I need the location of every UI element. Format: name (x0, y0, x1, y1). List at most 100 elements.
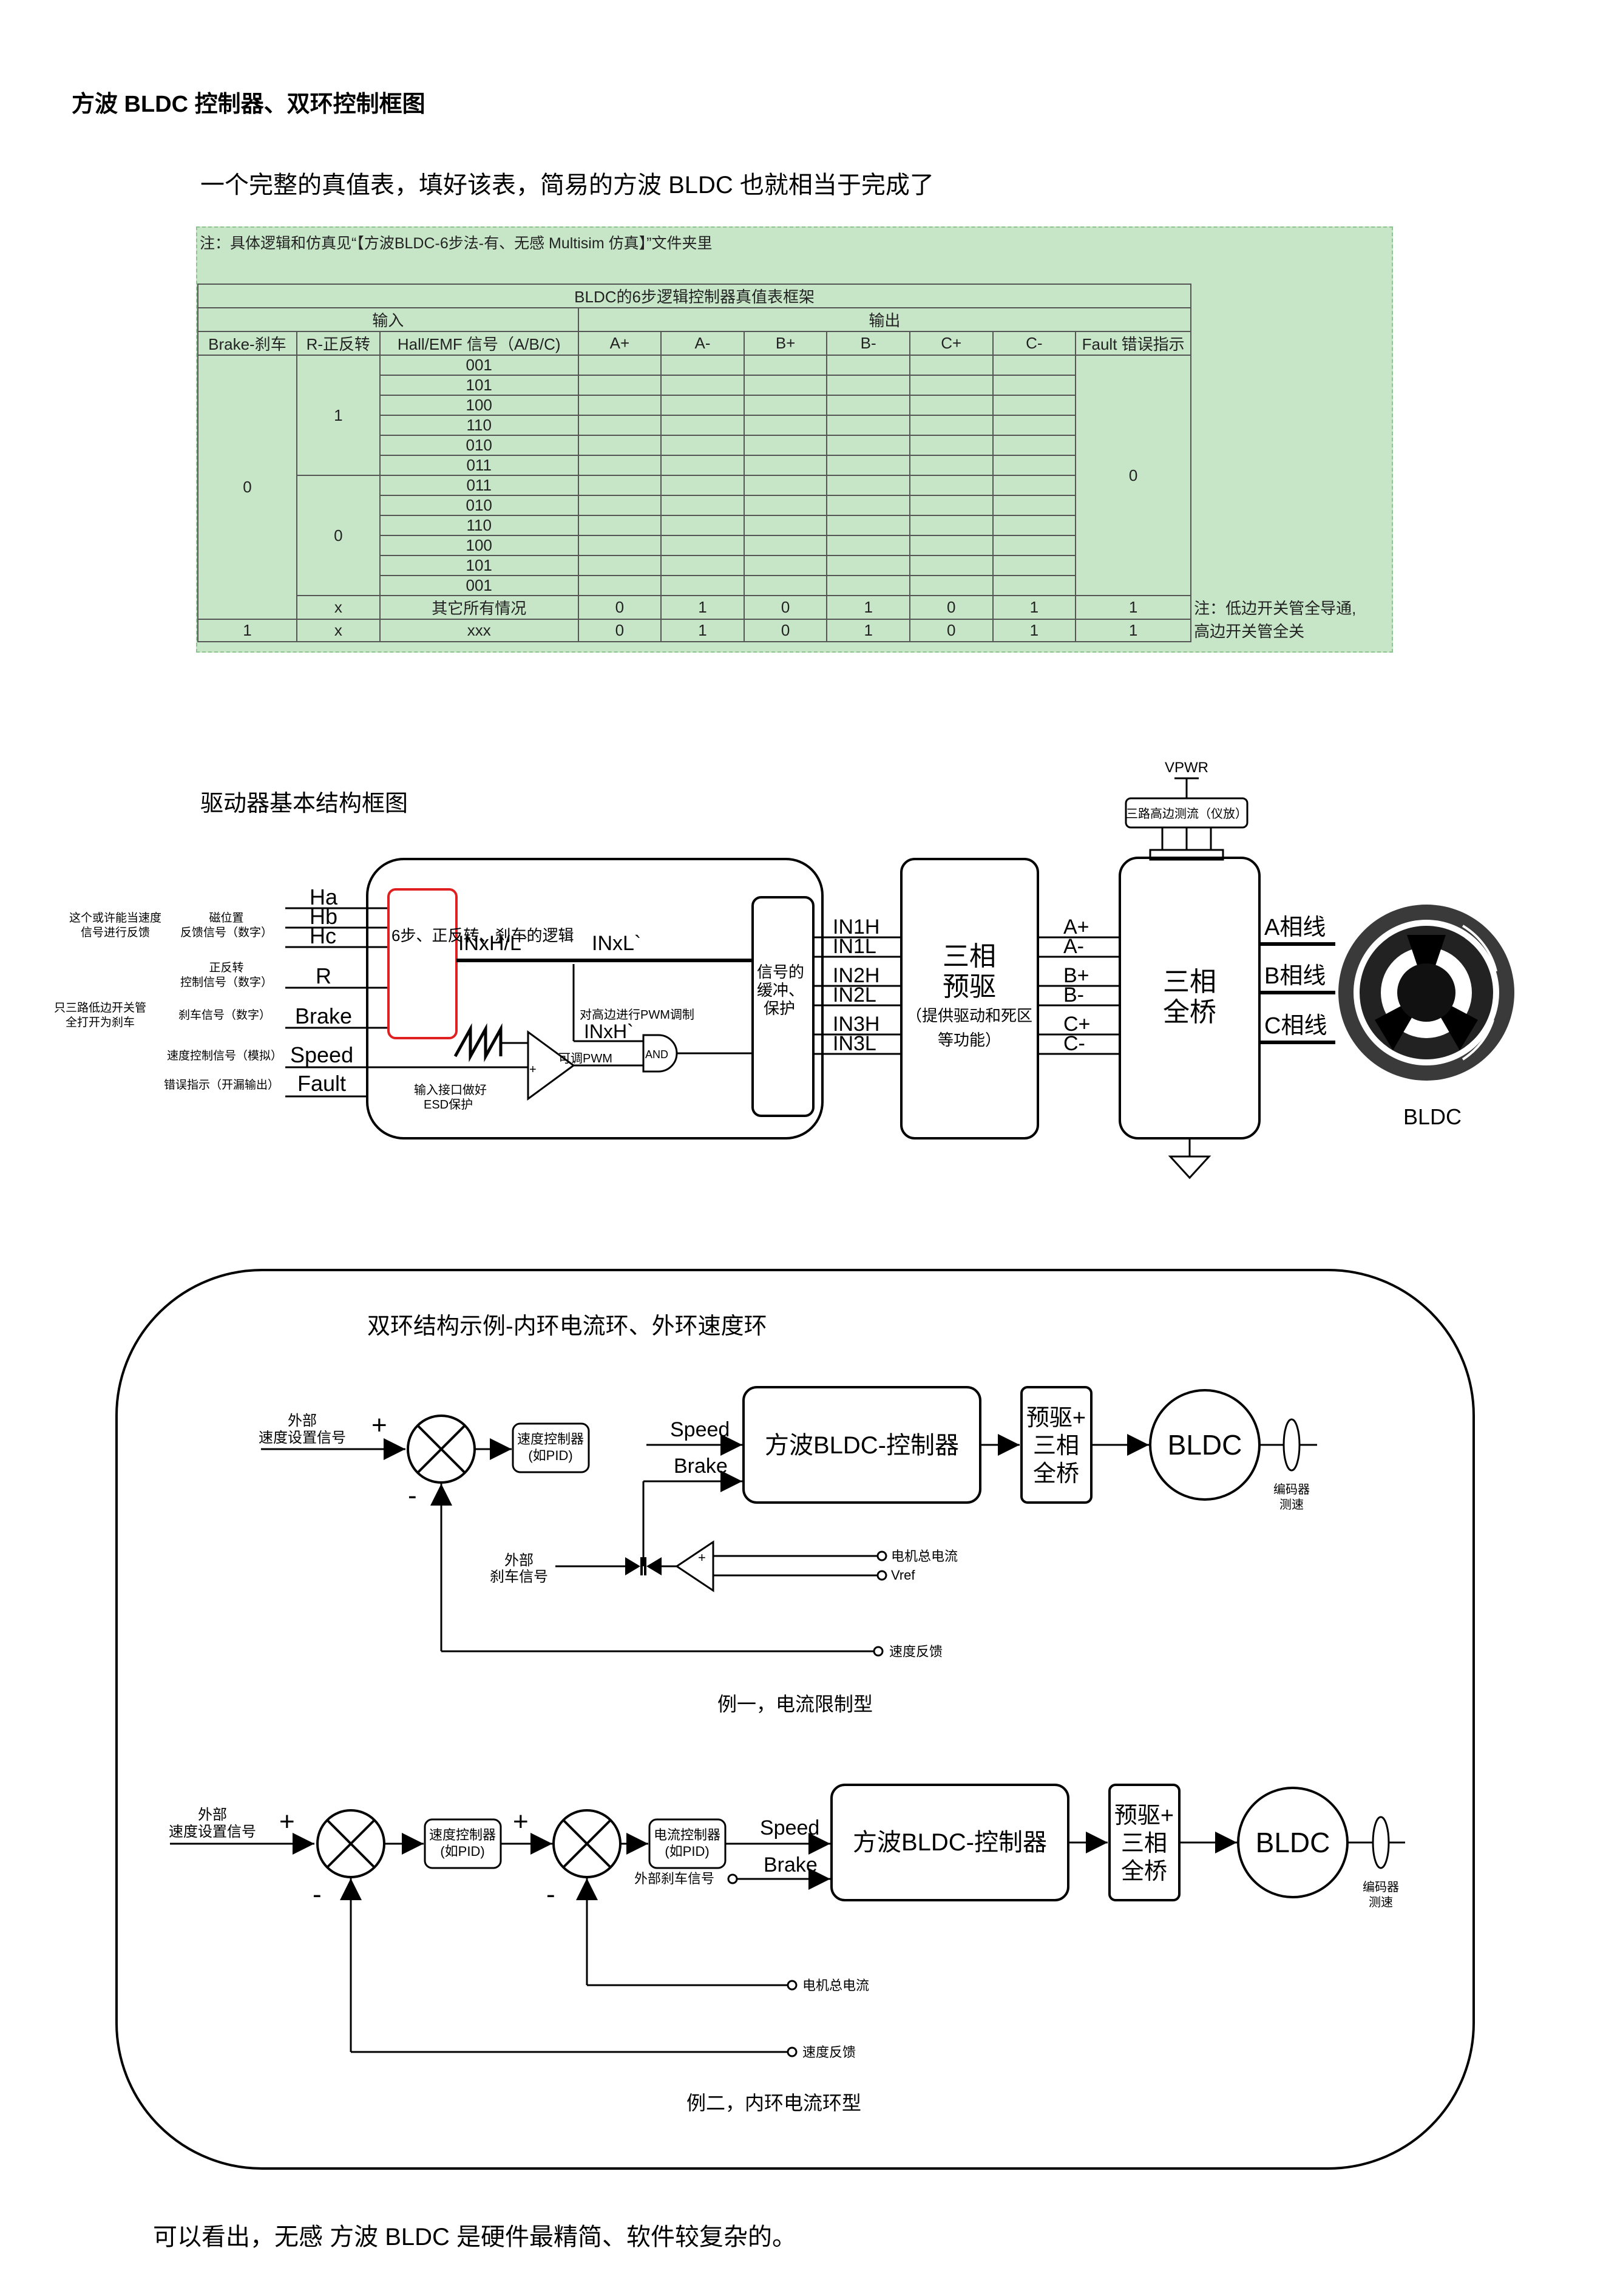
logic-box-label: 6步、正反转、刹车的逻辑 (391, 926, 574, 945)
table-row: 010 (198, 495, 1391, 516)
current-pid-label: 电流控制器 (654, 1827, 720, 1843)
comparator-icon (527, 1030, 575, 1101)
in-pin: IN2H (833, 964, 879, 987)
hall-cell: 011 (379, 455, 579, 476)
label-speed: 速度控制信号（模拟） (167, 1049, 282, 1062)
inx-hl-label: INxH/L` (458, 932, 528, 955)
predriver-label: 全桥 (1033, 1461, 1079, 1487)
driver-title: 驱动器基本结构框图 (200, 791, 408, 817)
plus-sign: + (513, 1807, 529, 1836)
label-hall: 反馈信号（数字） (180, 926, 273, 939)
predriver-label: 全桥 (1121, 1859, 1167, 1884)
bldc-label: BLDC (1256, 1827, 1330, 1858)
table-row-other: x 其它所有情况 0 1 0 1 0 1 1 注：低边开关管全导通, (198, 595, 1391, 620)
table-row: 101 (198, 375, 1391, 396)
buffer-box (751, 896, 815, 1117)
hall-cell: 010 (379, 435, 579, 456)
hall-cell: 100 (379, 395, 579, 416)
label-brake: 刹车信号（数字） (178, 1008, 271, 1022)
out-pin: B+ (1063, 964, 1089, 987)
r-reverse-cell: 0 (296, 475, 381, 596)
col-brake: Brake-刹车 (197, 331, 297, 356)
esd-note: 输入接口做好 (414, 1083, 487, 1097)
ext-brake-label: 外部 (504, 1552, 534, 1569)
example-2-caption: 例二，内环电流环型 (686, 2092, 861, 2114)
page-heading: 方波 BLDC 控制器、双环控制框图 (72, 92, 425, 117)
speed-input-label: Speed (760, 1816, 819, 1839)
in-pin: IN3L (833, 1032, 876, 1055)
svg-text:+: + (698, 1550, 706, 1565)
encoder-label: 测速 (1369, 1895, 1393, 1909)
minus-sign: - (546, 1880, 555, 1909)
current-pid-label: (如PID) (665, 1844, 709, 1859)
sawtooth-icon (453, 1023, 503, 1062)
bldc-label: BLDC (1168, 1429, 1242, 1461)
truth-table-panel: 注：具体逻辑和仿真见“【方波BLDC-6步法-有、无感 Multisim 仿真】… (196, 226, 1393, 653)
encoder-label: 测速 (1279, 1498, 1304, 1512)
pin-fault: Fault (297, 1071, 346, 1096)
pin-ha: Ha (310, 885, 338, 909)
full-bridge-label: 全桥 (1163, 997, 1216, 1027)
truth-table-title: BLDC的6步逻辑控制器真值表框架 (197, 284, 1192, 308)
label-fault: 错误指示（开漏输出） (164, 1078, 279, 1092)
dual-loop-frame (115, 1269, 1475, 2170)
dual-loop-title: 双环结构示例-内环电流环、外环速度环 (367, 1314, 767, 1339)
comparator-icon (675, 1540, 714, 1592)
ext-brake-label: 刹车信号 (490, 1569, 548, 1585)
speed-pid-label: 速度控制器 (429, 1827, 496, 1843)
truth-table: BLDC的6步逻辑控制器真值表框架 输入 输出 Brake-刹车 R-正反转 H… (197, 284, 1392, 642)
encoder-label: 编码器 (1273, 1483, 1310, 1496)
speed-pid-box (512, 1422, 590, 1473)
brake-input-label: Brake (674, 1455, 728, 1478)
brake-input-label: Brake (764, 1853, 818, 1877)
predriver-box (900, 858, 1039, 1140)
controller-label: 方波BLDC-控制器 (765, 1432, 959, 1459)
bldc-label: BLDC (1403, 1104, 1462, 1129)
ext-note: 这个或许能当速度 (69, 911, 161, 925)
out-pin: A+ (1063, 915, 1089, 939)
side-note-2: 高边开关管全关 (1194, 622, 1305, 640)
diode-icon (646, 1557, 662, 1575)
col-r: R-正反转 (296, 331, 381, 356)
table-row: 010 (198, 435, 1391, 456)
dual-loop-diagram: 双环结构示例-内环电流环、外环速度环 外部 速度设置信号 + - 速度控制器 (… (115, 1269, 1475, 2170)
hall-cell: 101 (379, 555, 579, 576)
plus-sign: + (279, 1807, 295, 1836)
controller-box (366, 858, 824, 1140)
input-group-header: 输入 (197, 307, 579, 332)
and-gate-label: AND (645, 1048, 668, 1061)
hall-cell: 100 (379, 535, 579, 556)
out-pin: B- (1063, 983, 1084, 1007)
col-b-plus: B+ (743, 331, 828, 356)
ext-note: 信号进行反馈 (81, 926, 150, 939)
in-pin: IN3H (833, 1013, 879, 1036)
ext-speed-label: 速度设置信号 (259, 1430, 346, 1446)
output-group-header: 输出 (577, 307, 1192, 332)
ext-speed-label: 外部 (288, 1413, 317, 1429)
esd-note: ESD保护 (424, 1098, 473, 1112)
predriver-label: 三相 (1033, 1433, 1079, 1459)
speed-pid-label: 速度控制器 (517, 1432, 584, 1447)
current-sense-label: 三路高边测流（仪放） (1126, 807, 1247, 821)
phase-a: A相线 (1264, 915, 1326, 940)
and-gate-icon (642, 1034, 678, 1073)
table-row: 100 (198, 395, 1391, 416)
motor-current-label: 电机总电流 (891, 1549, 958, 1564)
summing-junction-icon (407, 1415, 476, 1484)
adj-pwm-label: 可调PWM (558, 1051, 612, 1065)
summing-junction-icon (316, 1809, 385, 1878)
truth-table-note: 注：具体逻辑和仿真见“【方波BLDC-6步法-有、无感 Multisim 仿真】… (200, 235, 713, 252)
label-r: 控制信号（数字） (180, 976, 273, 989)
pwm-note: 对高边进行PWM调制 (580, 1008, 694, 1022)
inx-h-label: INxH` (584, 1021, 634, 1042)
table-row: 101 (198, 555, 1391, 576)
speed-feedback-label: 速度反馈 (802, 2045, 856, 2060)
minus-sign: - (313, 1880, 322, 1909)
controller-label: 方波BLDC-控制器 (853, 1829, 1047, 1856)
ext-note: 全打开为刹车 (66, 1016, 135, 1029)
in-pin: IN1H (833, 915, 879, 939)
logic-box (387, 888, 458, 1039)
hall-cell: 011 (379, 475, 579, 496)
hall-cell: 001 (379, 575, 579, 596)
table-row: 110 (198, 415, 1391, 436)
